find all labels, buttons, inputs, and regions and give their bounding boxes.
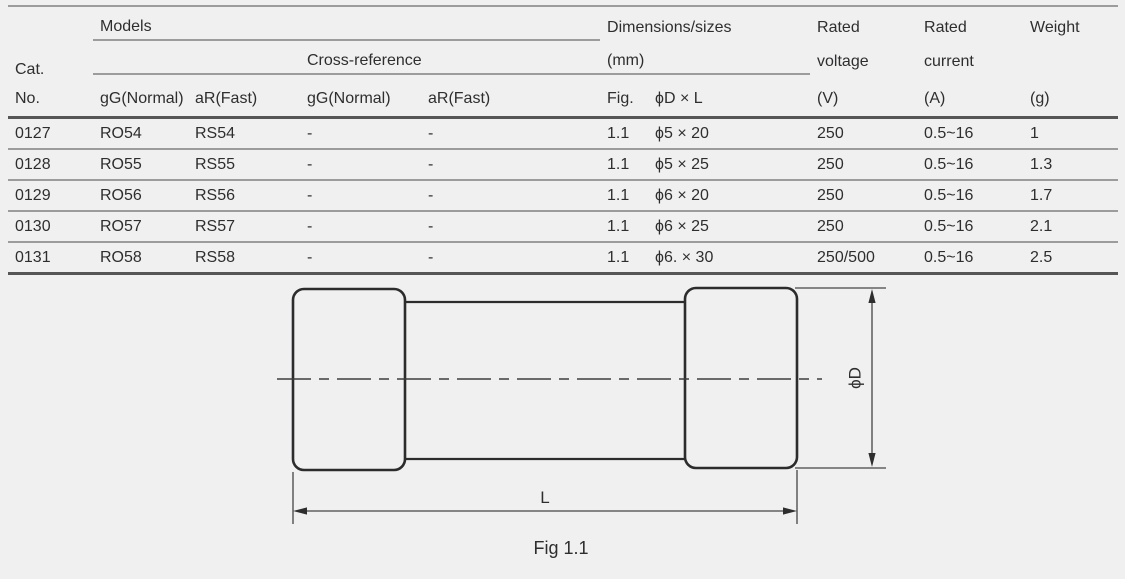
cell-fig: 1.1 — [600, 211, 649, 243]
cell-weight: 1.3 — [1023, 149, 1119, 181]
cell-model-ar: RS57 — [188, 211, 300, 243]
cell-voltage: 250 — [810, 117, 918, 150]
cell-xref-gg: - — [300, 180, 421, 212]
header-voltage-line2: voltage — [817, 53, 869, 70]
cell-xref-ar: - — [421, 242, 601, 275]
dimension-diameter-arrows — [868, 289, 876, 467]
subheader-dxl: ϕD × L — [648, 74, 811, 119]
cell-current: 0.5~16 — [917, 242, 1024, 275]
cell-fig: 1.1 — [600, 149, 649, 181]
dimension-diameter — [795, 287, 886, 469]
cell-model-gg: RO56 — [93, 180, 188, 212]
table-row: 0127 RO54 RS54 - - 1.1 ϕ5 × 20 250 0.5~1… — [8, 117, 1119, 150]
cell-weight: 2.5 — [1023, 242, 1119, 275]
cell-voltage: 250 — [810, 211, 918, 243]
cell-dxl: ϕ6 × 25 — [648, 211, 811, 243]
table-row: 0129 RO56 RS56 - - 1.1 ϕ6 × 20 250 0.5~1… — [8, 180, 1119, 212]
cell-current: 0.5~16 — [917, 180, 1024, 212]
dimension-length-arrows — [293, 507, 797, 515]
diameter-label: ϕD — [845, 367, 864, 389]
fuse-body — [400, 300, 690, 461]
cell-weight: 2.1 — [1023, 211, 1119, 243]
cell-cat: 0131 — [8, 242, 93, 275]
cell-model-gg: RO54 — [93, 117, 188, 150]
cell-cat: 0127 — [8, 117, 93, 150]
cell-weight: 1.7 — [1023, 180, 1119, 212]
cell-voltage: 250 — [810, 149, 918, 181]
cell-model-gg: RO58 — [93, 242, 188, 275]
subheader-models-gg: gG(Normal) — [93, 74, 188, 119]
cell-dxl: ϕ5 × 25 — [648, 149, 811, 181]
header-weight-line1: Weight — [1030, 19, 1080, 36]
cell-voltage: 250 — [810, 180, 918, 212]
cell-model-gg: RO55 — [93, 149, 188, 181]
header-weight-line3: (g) — [1023, 74, 1119, 119]
table-row: 0131 RO58 RS58 - - 1.1 ϕ6. × 30 250/500 … — [8, 242, 1119, 275]
header-crossref: Cross-reference — [300, 40, 601, 75]
cell-fig: 1.1 — [600, 180, 649, 212]
subheader-fig: Fig. — [600, 74, 649, 119]
header-current-line2: current — [924, 53, 974, 70]
cell-model-ar: RS55 — [188, 149, 300, 181]
header-spacer — [93, 40, 300, 75]
cell-model-ar: RS56 — [188, 180, 300, 212]
cell-xref-ar: - — [421, 149, 601, 181]
fuse-spec-table: Cat. No. Models Dimensions/sizes Rated R… — [8, 5, 1119, 275]
cell-dxl: ϕ6 × 20 — [648, 180, 811, 212]
header-dimensions-line1: Dimensions/sizes — [607, 19, 732, 36]
cell-model-gg: RO57 — [93, 211, 188, 243]
header-voltage-line1: Rated — [817, 19, 860, 36]
cell-xref-gg: - — [300, 149, 421, 181]
cell-voltage: 250/500 — [810, 242, 918, 275]
cell-current: 0.5~16 — [917, 211, 1024, 243]
table-row: 0128 RO55 RS55 - - 1.1 ϕ5 × 25 250 0.5~1… — [8, 149, 1119, 181]
cell-cat: 0128 — [8, 149, 93, 181]
header-cat-no: Cat. No. — [8, 6, 93, 119]
cell-current: 0.5~16 — [917, 149, 1024, 181]
subheader-xref-ar: aR(Fast) — [421, 74, 601, 119]
cell-cat: 0129 — [8, 180, 93, 212]
cell-xref-ar: - — [421, 180, 601, 212]
header-current-line3: (A) — [917, 74, 1024, 119]
cell-xref-gg: - — [300, 211, 421, 243]
header-cat-line2: No. — [15, 90, 40, 107]
length-label: L — [540, 488, 549, 507]
cell-xref-gg: - — [300, 242, 421, 275]
cell-xref-gg: - — [300, 117, 421, 150]
header-current-line1: Rated — [924, 19, 967, 36]
figure-caption: Fig 1.1 — [533, 538, 588, 558]
cell-fig: 1.1 — [600, 242, 649, 275]
cell-model-ar: RS54 — [188, 117, 300, 150]
cell-current: 0.5~16 — [917, 117, 1024, 150]
cell-model-ar: RS58 — [188, 242, 300, 275]
header-dimensions-line2: (mm) — [600, 40, 811, 75]
cell-weight: 1 — [1023, 117, 1119, 150]
header-cat-line1: Cat. — [15, 61, 45, 78]
cell-dxl: ϕ5 × 20 — [648, 117, 811, 150]
table-row: 0130 RO57 RS57 - - 1.1 ϕ6 × 25 250 0.5~1… — [8, 211, 1119, 243]
header-voltage-line3: (V) — [810, 74, 918, 119]
cell-dxl: ϕ6. × 30 — [648, 242, 811, 275]
subheader-models-ar: aR(Fast) — [188, 74, 300, 119]
dimension-length — [292, 470, 798, 524]
cell-fig: 1.1 — [600, 117, 649, 150]
cell-cat: 0130 — [8, 211, 93, 243]
cell-xref-ar: - — [421, 117, 601, 150]
cell-xref-ar: - — [421, 211, 601, 243]
subheader-xref-gg: gG(Normal) — [300, 74, 421, 119]
header-models: Models — [93, 6, 601, 41]
